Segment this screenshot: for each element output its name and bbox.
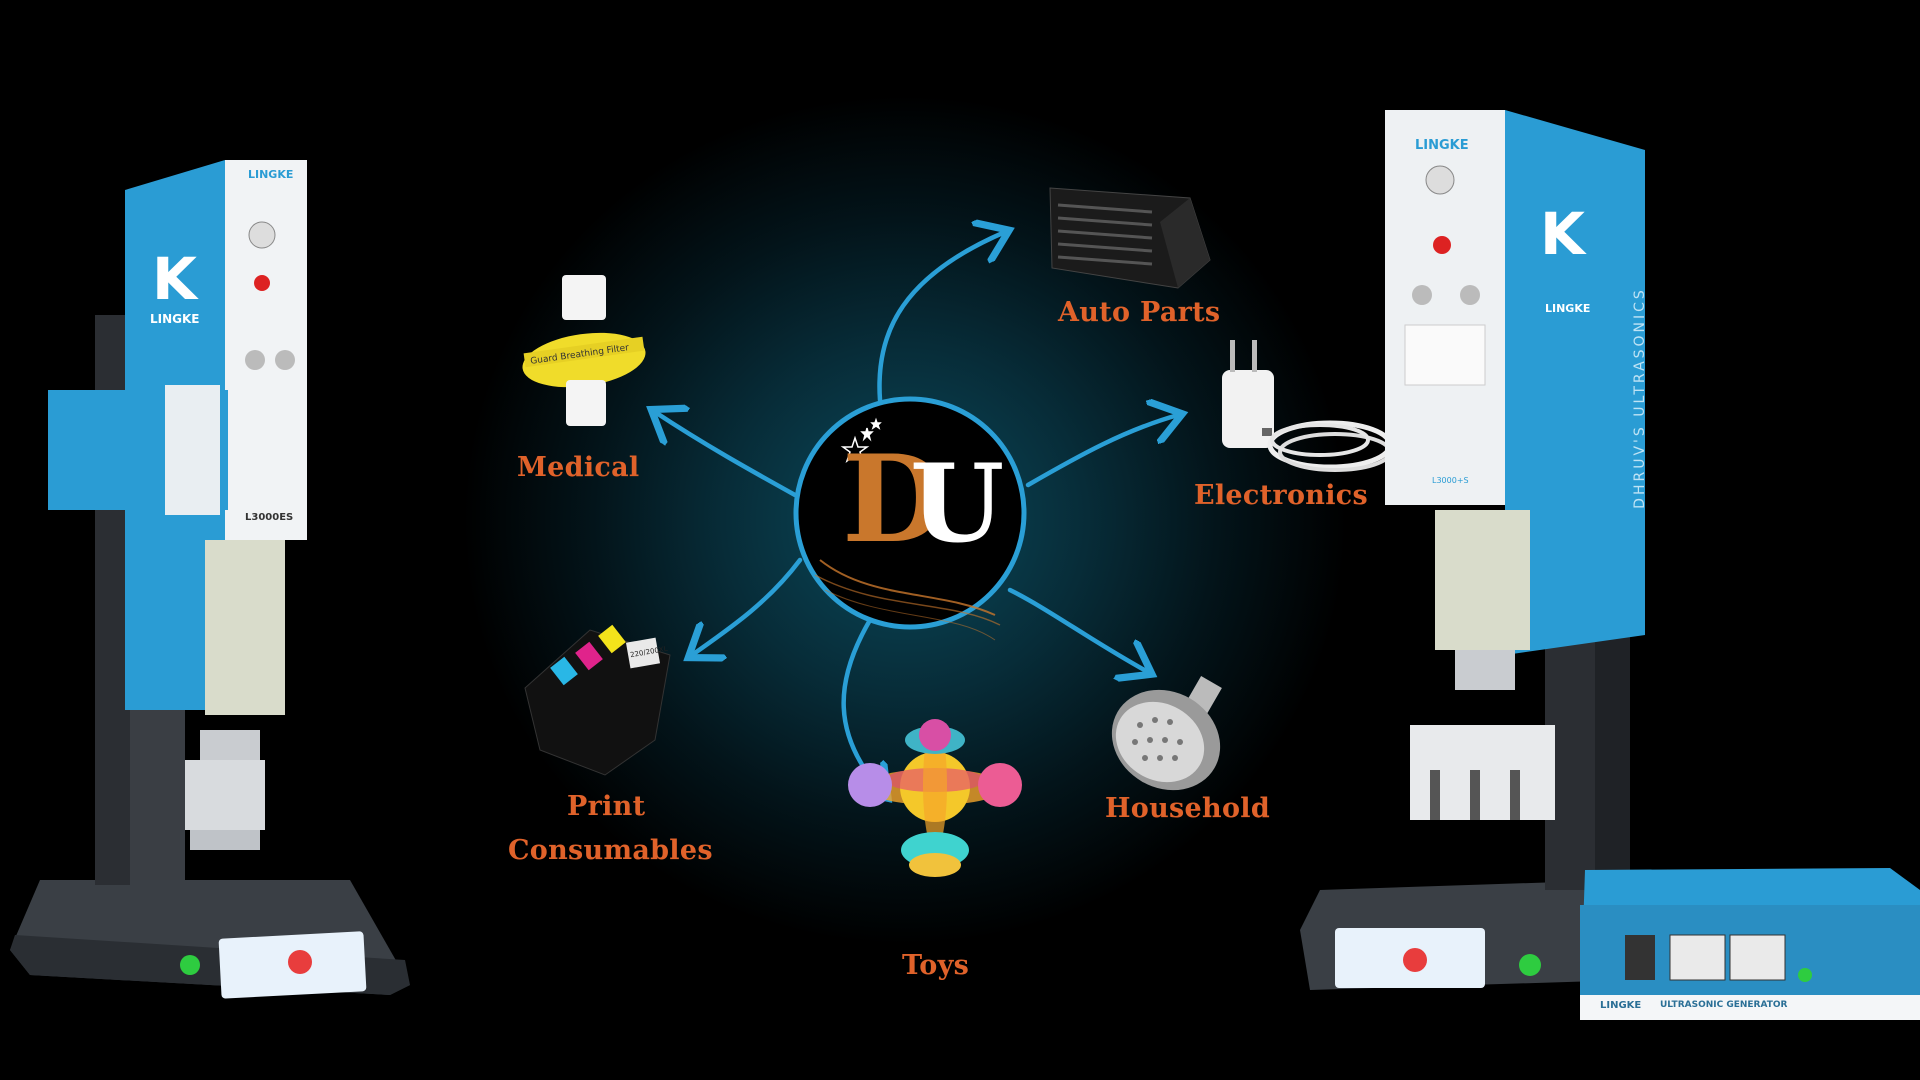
arrow-auto-parts: [877, 232, 1005, 403]
logo-letter-d: D: [842, 429, 947, 570]
label-auto-parts: Auto Parts: [1058, 297, 1221, 328]
left-machine-brand: LINGKE: [150, 312, 200, 326]
generator-brand: LINGKE: [1600, 1000, 1642, 1011]
label-household: Household: [1105, 793, 1271, 824]
toy-image: [848, 719, 1022, 877]
right-machine-logo: K: [1540, 200, 1585, 268]
shower-head-image: [1111, 676, 1222, 791]
right-machine-side-text: DHRUV'S ULTRASONICS: [1632, 287, 1648, 509]
arrow-medical: [655, 412, 798, 498]
center-logo: [793, 396, 1027, 641]
label-medical: Medical: [517, 452, 640, 483]
ink-cartridges-image: [524, 624, 671, 776]
left-machine-model: L3000ES: [245, 512, 294, 523]
arrow-electronics: [1025, 415, 1178, 488]
right-machine-brand: LINGKE: [1545, 302, 1591, 315]
left-machine-brand-top: LINGKE: [248, 168, 294, 181]
breathing-filter-image: [522, 275, 646, 426]
left-machine-logo: K: [152, 245, 197, 313]
label-electronics: Electronics: [1194, 480, 1368, 511]
label-toys: Toys: [902, 950, 970, 981]
right-machine-brand-top: LINGKE: [1415, 138, 1469, 153]
auto-vent-image: [1049, 187, 1211, 289]
label-print: Print: [567, 791, 646, 822]
charger-image: [1222, 340, 1393, 472]
generator-title: ULTRASONIC GENERATOR: [1660, 1000, 1788, 1010]
arrow-household: [1007, 587, 1148, 672]
star-icon: [840, 417, 882, 464]
logo-letter-u: U: [910, 441, 1005, 567]
label-consumables: Consumables: [508, 835, 713, 866]
right-machine-model: L3000+S: [1432, 476, 1469, 485]
arrow-print: [692, 557, 803, 655]
